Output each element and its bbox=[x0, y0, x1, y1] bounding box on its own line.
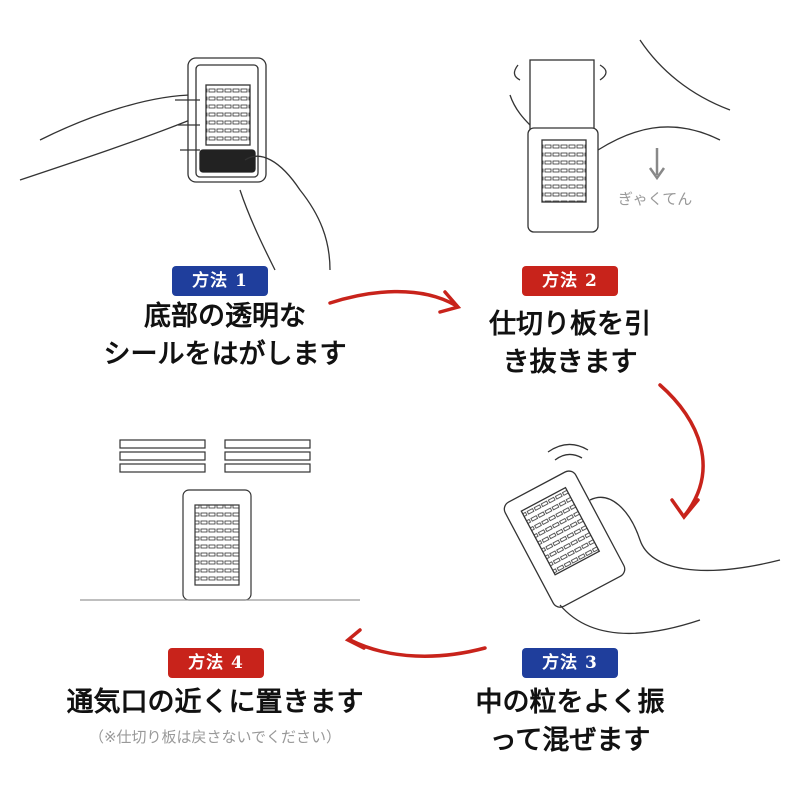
step1-badge: 方法 1 bbox=[172, 266, 268, 296]
step2-illustration bbox=[509, 39, 731, 233]
step4-illustration bbox=[80, 439, 360, 601]
step4-caption: 通気口の近くに置きます bbox=[40, 684, 390, 722]
step1-caption: 底部の透明な シールをはがします bbox=[60, 298, 390, 374]
step4-badge: 方法 4 bbox=[168, 648, 264, 678]
step3-illustration bbox=[503, 443, 781, 635]
reversal-label: ぎゃくてん bbox=[618, 190, 693, 208]
step3-line1: 中の粒をよく振 bbox=[475, 687, 665, 718]
step2-badge: 方法 2 bbox=[522, 266, 618, 296]
step2-line2: き抜きます bbox=[502, 347, 638, 378]
step3-badge: 方法 3 bbox=[522, 648, 618, 678]
step2-line1: 仕切り板を引 bbox=[489, 309, 651, 340]
step1-line1: 底部の透明な bbox=[144, 301, 306, 332]
flow-arrows bbox=[328, 289, 705, 658]
step3-caption: 中の粒をよく振 って混ぜます bbox=[420, 684, 720, 760]
step1-illustration bbox=[19, 57, 331, 271]
step1-line2: シールをはがします bbox=[103, 339, 347, 370]
step4-note: （※仕切り板は戻さないでください） bbox=[88, 728, 342, 746]
step4-line1: 通気口の近くに置きます bbox=[66, 687, 364, 718]
step2-caption: 仕切り板を引 き抜きます bbox=[440, 306, 700, 382]
step3-line2: って混ぜます bbox=[489, 725, 651, 756]
